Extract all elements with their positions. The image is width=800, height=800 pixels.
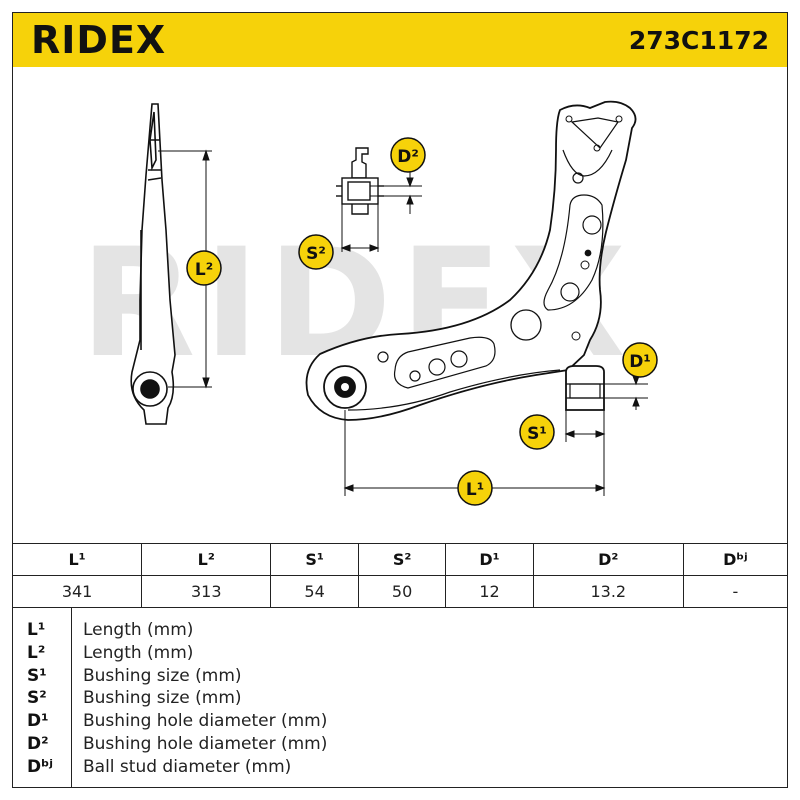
bushing-detail	[336, 147, 384, 252]
svg-text:L¹: L¹	[466, 480, 484, 500]
value-dbj: -	[682, 575, 789, 608]
svg-text:D¹: D¹	[629, 352, 651, 372]
legend-desc: Bushing size (mm)	[83, 666, 242, 686]
dimension-s1	[564, 410, 606, 496]
legend: L¹ Length (mm) L² Length (mm) S¹ Bushing…	[12, 607, 788, 788]
legend-item: S² Bushing size (mm)	[13, 687, 789, 710]
header-l1: L¹	[11, 543, 143, 576]
header-d1: D¹	[445, 543, 534, 576]
value-s2: 50	[357, 575, 447, 608]
legend-item: L² Length (mm)	[13, 642, 789, 665]
legend-key: Dᵇʲ	[27, 757, 53, 777]
value-d2: 13.2	[532, 575, 684, 608]
header-s1: S¹	[270, 543, 359, 576]
specs-value-row: 341 313 54 50 12 13.2 -	[11, 575, 789, 608]
legend-key: D²	[27, 734, 49, 754]
header-s2: S²	[357, 543, 447, 576]
legend-item: L¹ Length (mm)	[13, 619, 789, 642]
legend-divider	[71, 607, 72, 787]
legend-item: Dᵇʲ Ball stud diameter (mm)	[13, 756, 789, 779]
legend-key: L¹	[27, 620, 46, 640]
dimension-d2	[370, 172, 422, 214]
svg-text:L²: L²	[195, 260, 213, 280]
legend-item: S¹ Bushing size (mm)	[13, 665, 789, 688]
legend-desc: Length (mm)	[83, 620, 194, 640]
legend-desc: Bushing size (mm)	[83, 688, 242, 708]
svg-text:S¹: S¹	[527, 424, 547, 444]
side-view	[130, 103, 176, 425]
label-l2-badge: L²	[186, 250, 222, 286]
brand-logo: RIDEX	[31, 18, 167, 62]
label-d2-badge: D²	[390, 137, 426, 173]
svg-text:D²: D²	[397, 147, 419, 167]
technical-drawing-frame	[12, 67, 788, 543]
specs-table: L¹ L² S¹ S² D¹ D² Dᵇʲ 341 313 54 50 12 1…	[11, 543, 789, 608]
legend-desc: Ball stud diameter (mm)	[83, 757, 292, 777]
label-s2-badge: S²	[298, 234, 334, 270]
label-s1-badge: S¹	[519, 414, 555, 450]
legend-desc: Length (mm)	[83, 643, 194, 663]
legend-key: S¹	[27, 666, 47, 686]
value-s1: 54	[270, 575, 359, 608]
legend-key: D¹	[27, 711, 49, 731]
specs-header-row: L¹ L² S¹ S² D¹ D² Dᵇʲ	[11, 543, 789, 576]
control-arm-top-view	[305, 100, 637, 421]
part-number: 273C1172	[628, 26, 769, 55]
header-dbj: Dᵇʲ	[682, 543, 789, 576]
legend-key: L²	[27, 643, 46, 663]
legend-item: D¹ Bushing hole diameter (mm)	[13, 710, 789, 733]
header-l2: L²	[141, 543, 272, 576]
legend-item: D² Bushing hole diameter (mm)	[13, 733, 789, 756]
svg-text:S²: S²	[306, 244, 326, 264]
technical-drawing: RIDEX L²	[80, 100, 658, 506]
legend-desc: Bushing hole diameter (mm)	[83, 734, 328, 754]
header-bar: RIDEX 273C1172	[12, 12, 788, 67]
dimension-s2	[340, 244, 380, 252]
label-d1-badge: D¹	[622, 342, 658, 378]
legend-desc: Bushing hole diameter (mm)	[83, 711, 328, 731]
header-d2: D²	[532, 543, 684, 576]
value-d1: 12	[445, 575, 534, 608]
value-l2: 313	[141, 575, 272, 608]
value-l1: 341	[11, 575, 143, 608]
legend-key: S²	[27, 688, 47, 708]
label-l1-badge: L¹	[457, 470, 493, 506]
